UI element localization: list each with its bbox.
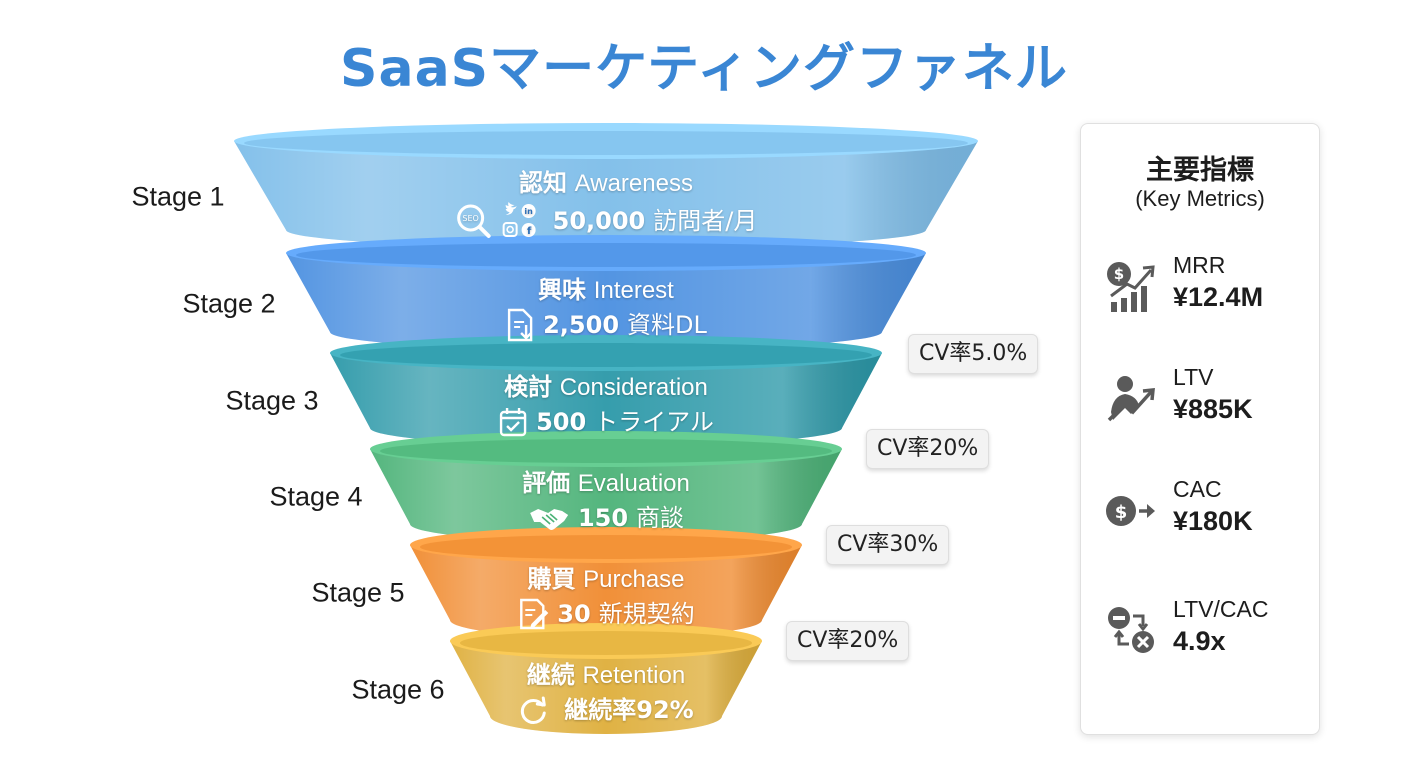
funnel-segment-3	[330, 335, 882, 446]
metric-ltv-label: LTV	[1173, 364, 1214, 390]
stage-5-metric-unit: 新規契約	[598, 600, 695, 628]
stage-2-metric-unit: 資料DL	[627, 311, 707, 339]
seo-social-icon: SEO in f	[455, 201, 545, 241]
document-download-icon	[505, 308, 535, 342]
stage-4-name-jp: 評価	[522, 469, 571, 497]
funnel-segment-1	[234, 123, 978, 248]
stage-label-6: Stage 6	[351, 674, 445, 705]
svg-text:$: $	[1115, 502, 1128, 523]
stage-1-name-en: Awareness	[574, 170, 693, 197]
stage-5-content: 購買 Purchase 30 新規契約	[517, 564, 695, 631]
metric-ltv-cac-label: LTV/CAC	[1173, 596, 1269, 622]
cv-rate-badge-2: CV率20%	[866, 429, 990, 469]
stage-5-name-en: Purchase	[583, 566, 685, 593]
metric-mrr-value: ¥12.4M	[1173, 282, 1264, 312]
funnel-segment-2	[286, 235, 926, 350]
stage-1-metric-unit: 訪問者/月	[653, 207, 758, 235]
metric-mrr: $ MRR ¥12.4M	[1103, 252, 1313, 322]
key-metrics-panel: 主要指標 (Key Metrics) $ MRR ¥12.4M	[1080, 123, 1320, 735]
metric-cac-label: CAC	[1173, 476, 1222, 502]
stage-3-metric-value: 500	[536, 408, 587, 436]
svg-text:in: in	[524, 207, 533, 216]
stage-label-1: Stage 1	[131, 181, 225, 212]
panel-subtitle: (Key Metrics)	[1135, 186, 1265, 211]
metric-ltv-value: ¥885K	[1173, 394, 1253, 424]
metric-ltv-cac: LTV/CAC 4.9x	[1103, 596, 1313, 666]
dollar-arrow-icon: $	[1103, 482, 1161, 540]
svg-text:SEO: SEO	[462, 214, 478, 223]
stage-4-metric-value: 150	[577, 504, 629, 532]
stage-3-name-en: Consideration	[559, 374, 708, 401]
stage-5-metric-value: 30	[557, 600, 591, 628]
stage-6-metric-unit: 継続率92%	[564, 696, 694, 724]
person-growth-icon	[1103, 370, 1161, 428]
stage-label-4: Stage 4	[269, 481, 363, 512]
stage-label-5: Stage 5	[311, 577, 405, 608]
stage-label-2: Stage 2	[182, 288, 276, 319]
stage-5-name-jp: 購買	[527, 565, 576, 593]
stage-2-metric-value: 2,500	[543, 311, 620, 339]
stage-6-name-en: Retention	[582, 662, 686, 689]
stage-6-content: 継続 Retention 継続率92%	[518, 660, 694, 727]
metric-ltv: LTV ¥885K	[1103, 364, 1313, 434]
svg-text:$: $	[1114, 265, 1124, 283]
calendar-check-icon	[498, 406, 528, 438]
metric-cac-value: ¥180K	[1173, 506, 1253, 536]
ratio-exchange-icon	[1103, 602, 1161, 660]
metric-mrr-label: MRR	[1173, 252, 1226, 278]
stage-3-metric-unit: トライアル	[594, 408, 714, 436]
cv-rate-badge-3: CV率30%	[826, 525, 950, 565]
contract-sign-icon	[517, 598, 549, 630]
funnel-segment-4	[370, 431, 842, 542]
stage-label-3: Stage 3	[225, 385, 319, 416]
stage-2-name-jp: 興味	[538, 276, 587, 304]
stage-1-name-jp: 認知	[519, 169, 568, 197]
stage-4-name-en: Evaluation	[577, 470, 690, 497]
cv-rate-badge-1: CV率5.0%	[908, 334, 1039, 374]
stage-4-metric-unit: 商談	[636, 504, 685, 532]
page-title: SaaSマーケティングファネル	[340, 39, 1068, 99]
handshake-icon	[528, 503, 570, 533]
cv-rate-badge-4: CV率20%	[786, 621, 910, 661]
stage-2-content: 興味 Interest 2,500 資料DL	[505, 275, 707, 342]
stage-1-metric-value: 50,000	[552, 207, 646, 235]
panel-title: 主要指標	[1146, 155, 1254, 186]
funnel-segment-6	[450, 623, 762, 734]
stage-2-name-en: Interest	[593, 277, 674, 304]
metric-ltv-cac-value: 4.9x	[1173, 626, 1226, 656]
stage-6-name-jp: 継続	[526, 661, 575, 689]
stage-3-name-jp: 検討	[504, 373, 553, 401]
stage-3-content: 検討 Consideration 500 トライアル	[498, 372, 714, 439]
refresh-icon	[518, 695, 548, 725]
svg-text:f: f	[527, 226, 532, 237]
funnel-segment-5	[410, 527, 802, 638]
stage-4-content: 評価 Evaluation 150 商談	[522, 468, 690, 535]
metric-cac: $ CAC ¥180K	[1103, 476, 1313, 546]
stage-1-content: 認知 Awareness SEO in f 50,000 訪問者/月	[455, 168, 758, 241]
dollar-growth-chart-icon: $	[1103, 258, 1161, 316]
